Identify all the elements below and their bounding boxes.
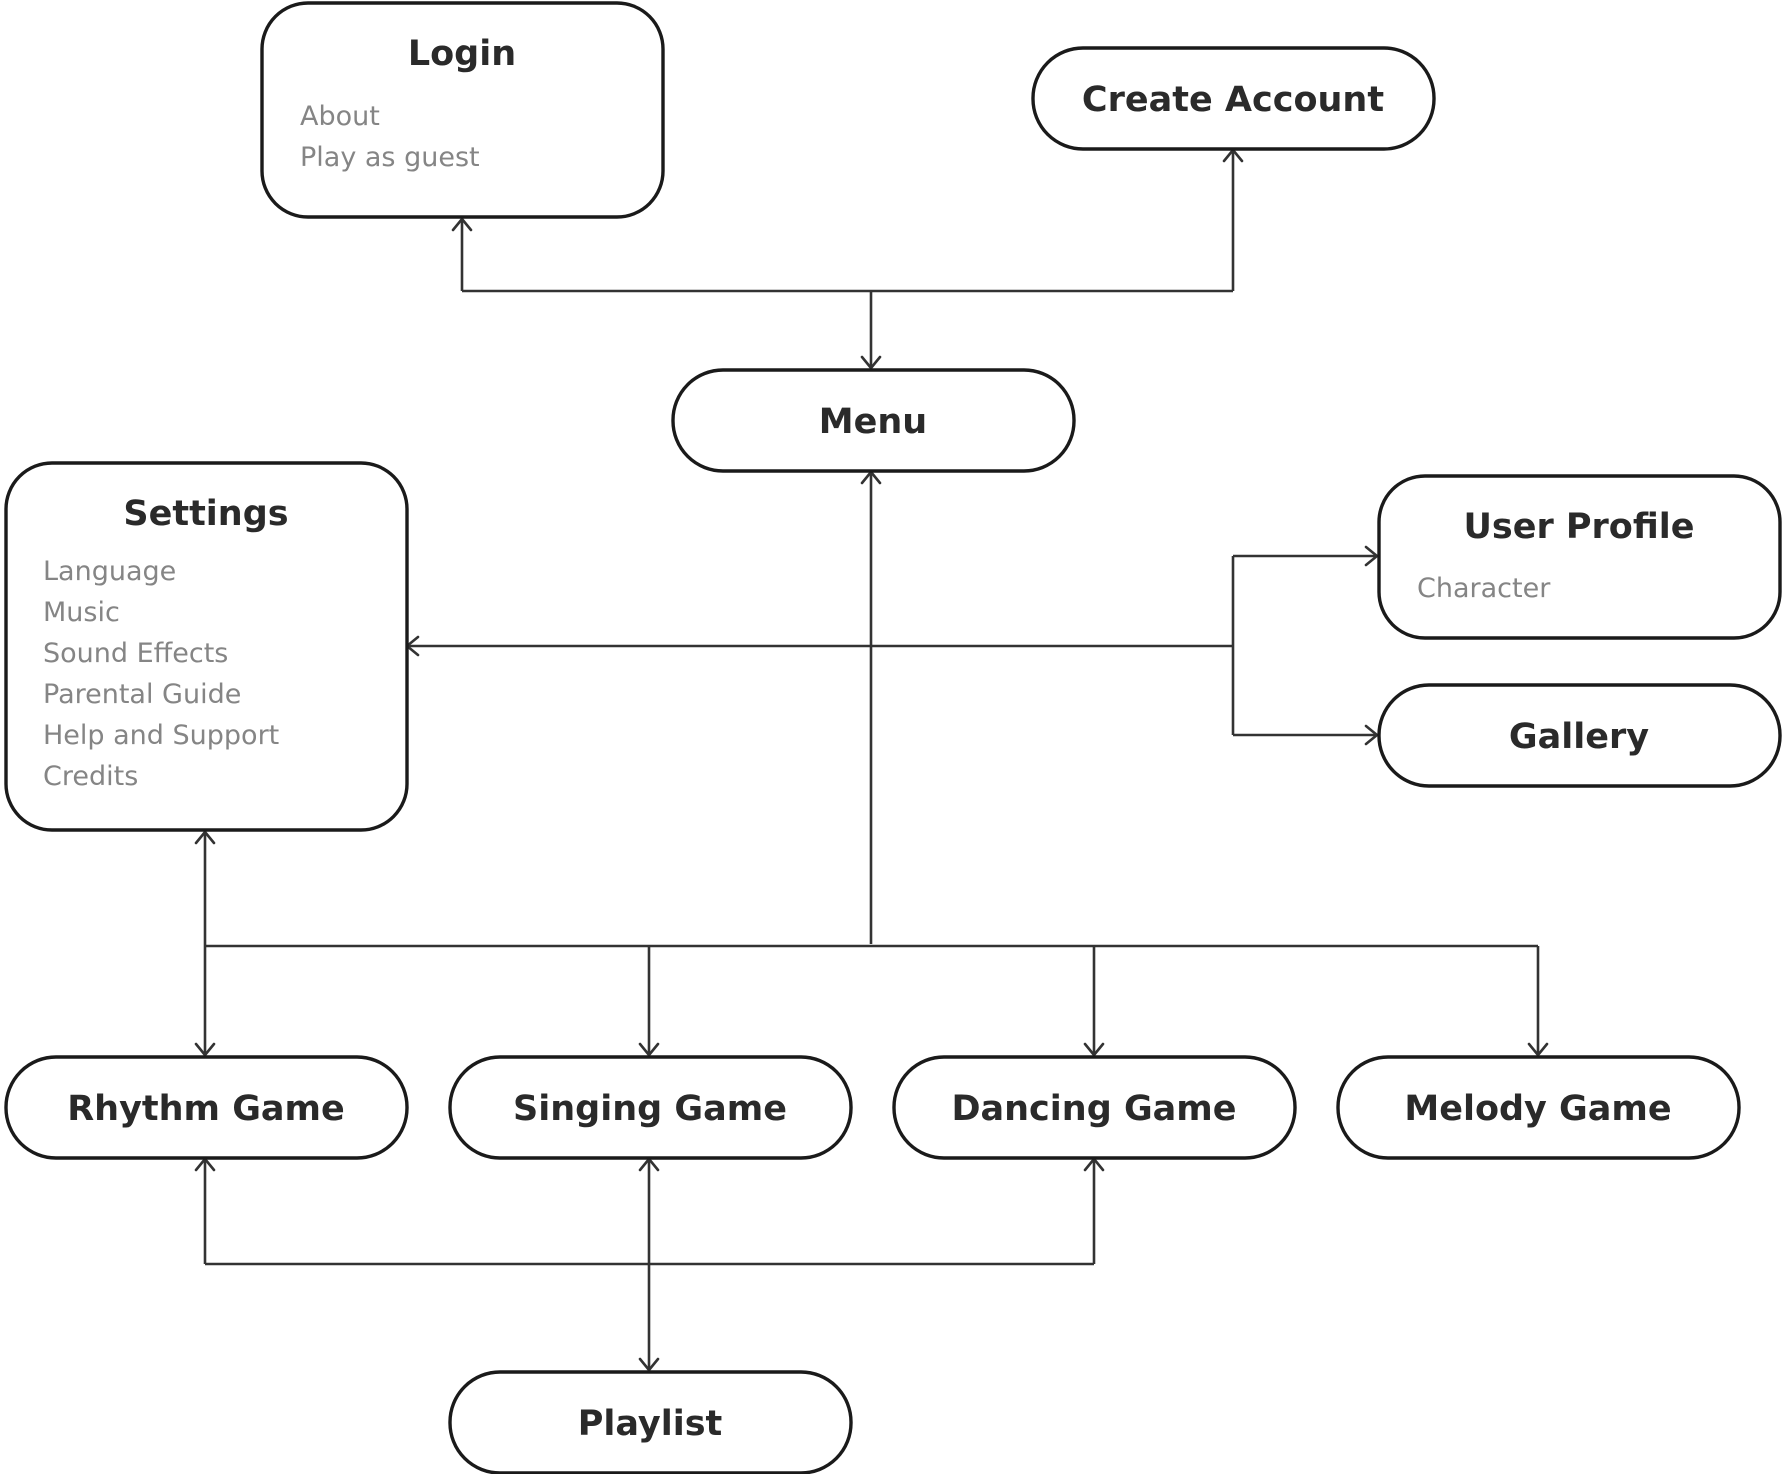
settings-item-music: Music	[43, 597, 120, 628]
playlist-title: Playlist	[578, 1404, 723, 1444]
node-dancing-game[interactable]: Dancing Game	[892, 1055, 1297, 1160]
menu-title: Menu	[819, 402, 927, 442]
settings-item-language: Language	[43, 556, 176, 587]
user-profile-item-character: Character	[1417, 573, 1551, 604]
login-item-play-as-guest: Play as guest	[300, 142, 480, 173]
singing-game-title: Singing Game	[513, 1089, 787, 1129]
login-title: Login	[408, 34, 516, 74]
node-user-profile[interactable]: User Profile Character	[1377, 474, 1782, 640]
connectors	[203, 150, 1540, 1370]
melody-game-title: Melody Game	[1404, 1089, 1671, 1129]
arrow-menu-down	[860, 355, 882, 370]
gallery-title: Gallery	[1509, 717, 1649, 757]
node-settings[interactable]: Settings Language Music Sound Effects Pa…	[4, 461, 409, 832]
settings-item-credits: Credits	[43, 761, 138, 792]
arrow-singing-down	[638, 1042, 660, 1057]
arrow-playlist-down	[638, 1357, 660, 1372]
arrow-login	[451, 217, 473, 232]
node-gallery[interactable]: Gallery	[1377, 683, 1782, 788]
node-create-account[interactable]: Create Account	[1031, 46, 1436, 151]
arrow-dancing-down	[1083, 1042, 1105, 1057]
settings-item-parental-guide: Parental Guide	[43, 679, 241, 710]
arrow-gallery	[1364, 724, 1379, 746]
login-item-about: About	[300, 101, 380, 132]
arrow-rhythm-down	[194, 1042, 216, 1057]
dancing-game-title: Dancing Game	[951, 1089, 1236, 1129]
node-playlist[interactable]: Playlist	[448, 1370, 853, 1474]
node-login[interactable]: Login About Play as guest	[260, 1, 665, 219]
settings-title: Settings	[123, 494, 288, 534]
node-rhythm-game[interactable]: Rhythm Game	[4, 1055, 409, 1160]
arrow-user-profile	[1364, 545, 1379, 567]
node-melody-game[interactable]: Melody Game	[1336, 1055, 1741, 1160]
node-menu[interactable]: Menu	[671, 368, 1076, 473]
node-singing-game[interactable]: Singing Game	[448, 1055, 853, 1160]
settings-item-help-and-support: Help and Support	[43, 720, 279, 751]
arrow-melody-down	[1527, 1042, 1549, 1057]
settings-item-sound-effects: Sound Effects	[43, 638, 228, 669]
rhythm-game-title: Rhythm Game	[67, 1089, 345, 1129]
arrow-settings-up	[194, 830, 216, 845]
user-profile-title: User Profile	[1463, 507, 1694, 547]
create-account-title: Create Account	[1082, 80, 1384, 120]
